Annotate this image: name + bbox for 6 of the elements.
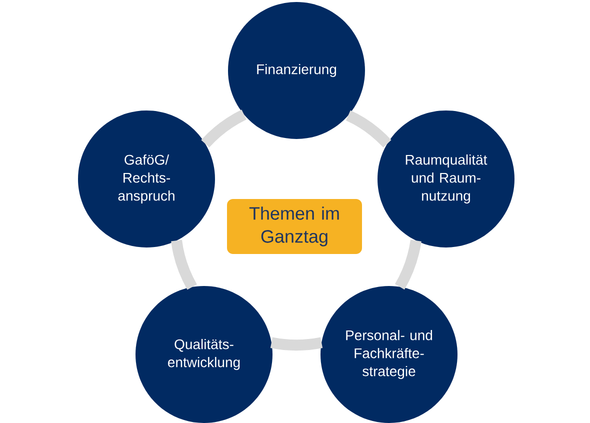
ring-arc (394, 240, 422, 290)
ring-arc (201, 110, 247, 148)
ring-arc (346, 110, 392, 148)
ring-arc (171, 240, 197, 290)
center-box: Themen im Ganztag (227, 199, 362, 254)
ring-arc (270, 337, 323, 351)
